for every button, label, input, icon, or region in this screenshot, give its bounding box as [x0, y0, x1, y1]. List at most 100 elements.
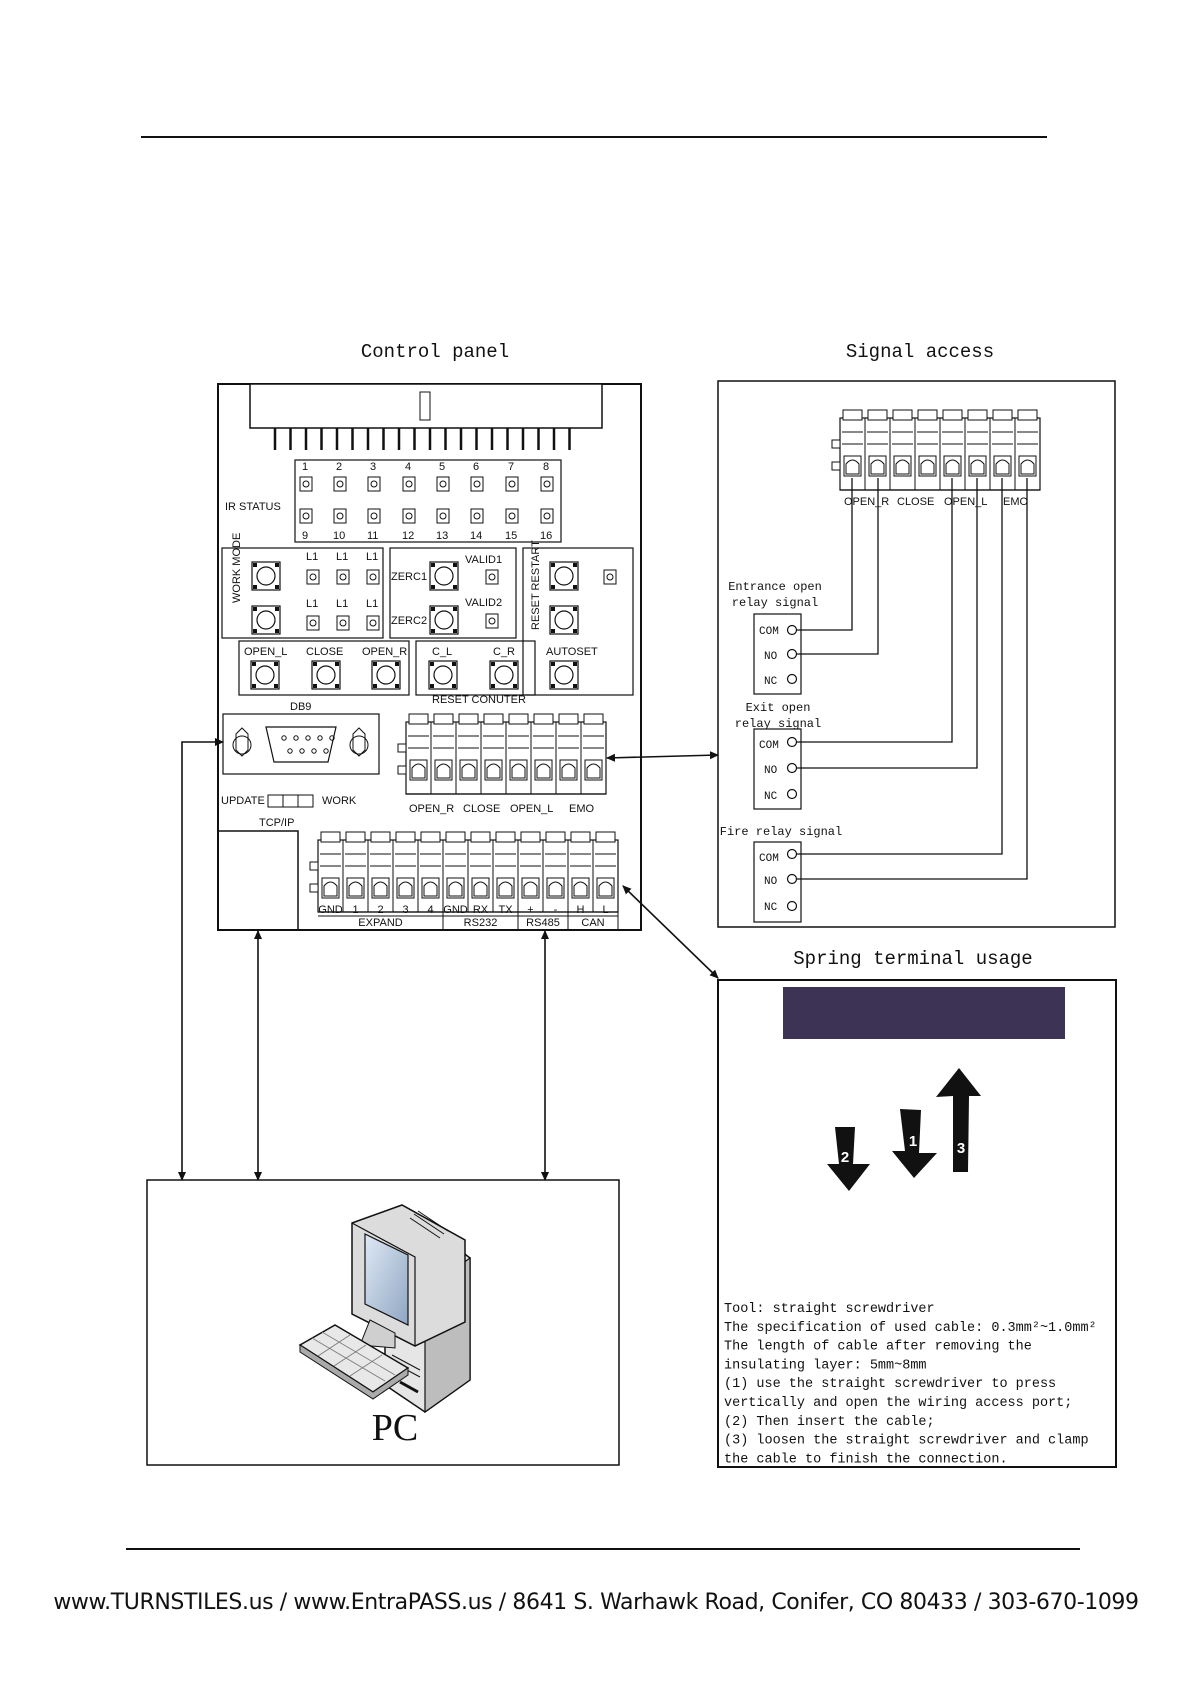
- ir-number: 4: [405, 461, 411, 473]
- signal-wires: [797, 478, 1028, 880]
- signal-terminal-label: OPEN_R: [844, 496, 889, 508]
- bottom-pin-label: GND: [318, 904, 343, 916]
- c-r-label: C_R: [493, 646, 515, 658]
- relay-pin-label: NC: [764, 791, 778, 803]
- pc-label: PC: [372, 1407, 418, 1449]
- terminal-label: CLOSE: [463, 803, 500, 815]
- step-number: 2: [841, 1149, 849, 1166]
- ribbon-connector: [249, 383, 603, 429]
- zero-box: [389, 547, 517, 639]
- update-label: UPDATE: [221, 795, 265, 807]
- close-label: CLOSE: [306, 646, 343, 658]
- reset-restart-label: RESET RESTART: [530, 540, 542, 630]
- reset-counter-box: [415, 640, 536, 696]
- instruction-line: The specification of used cable: 0.3mm²~…: [724, 1321, 1097, 1336]
- tcpip-label: TCP/IP: [259, 817, 294, 829]
- down-arrow-icon: [892, 1109, 937, 1178]
- ir-number: 3: [370, 461, 376, 473]
- bottom-group-label: CAN: [581, 917, 604, 929]
- open-r-label: OPEN_R: [362, 646, 407, 658]
- tact-switch-button: [429, 605, 459, 635]
- signal-terminal-block: [831, 409, 1041, 491]
- bottom-pin-label: 3: [402, 904, 408, 916]
- instruction-line: (1) use the straight screwdriver to pres…: [724, 1377, 1056, 1392]
- signal-terminal-label: CLOSE: [897, 496, 934, 508]
- relay-title: Entrance open: [728, 580, 822, 594]
- tact-switch-button: [311, 660, 341, 690]
- computer-icon: [298, 1204, 471, 1414]
- bottom-pin-label: -: [554, 904, 558, 916]
- connection-arrows: [178, 738, 719, 1181]
- ir-number: 11: [367, 530, 378, 542]
- relay-title: relay signal: [732, 596, 818, 610]
- tact-switch-button: [250, 660, 280, 690]
- signal-access-panel: OPEN_R CLOSE OPEN_L EMO Entrance open re…: [717, 380, 1116, 928]
- tact-switch-button: [251, 605, 281, 635]
- l1-label: L1: [306, 551, 318, 563]
- instruction-line: (2) Then insert the cable;: [724, 1415, 935, 1430]
- work-mode-label: WORK MODE: [231, 533, 243, 603]
- ir-number: 13: [436, 530, 448, 542]
- signal-access-title: Signal access: [846, 341, 994, 363]
- relay-terminal-block: [397, 713, 607, 795]
- l1-label: L1: [366, 551, 378, 563]
- instruction-line: The length of cable after removing the: [724, 1340, 1032, 1355]
- relay-pin-label: COM: [759, 853, 779, 865]
- connector-pins: [273, 428, 571, 450]
- ir-number: 9: [302, 530, 308, 542]
- tact-switch-button: [489, 660, 519, 690]
- relay-pin-label: COM: [759, 740, 779, 752]
- bottom-pin-label: H: [577, 904, 585, 916]
- tact-switch-button: [251, 561, 281, 591]
- step-number: 3: [957, 1140, 965, 1157]
- valid2-label: VALID2: [465, 597, 502, 609]
- zero1-label: ZERC1: [391, 571, 427, 583]
- ir-number: 1: [302, 461, 308, 473]
- spring-banner: [783, 987, 1065, 1039]
- instruction-line: insulating layer: 5mm~8mm: [724, 1358, 927, 1373]
- tact-switch-button: [549, 605, 579, 635]
- terminal-label: OPEN_R: [409, 803, 454, 815]
- tact-switch-button: [429, 561, 459, 591]
- tact-switch-button: [371, 660, 401, 690]
- ir-number: 6: [473, 461, 479, 473]
- terminal-label: EMO: [569, 803, 595, 815]
- relay-title: relay signal: [735, 717, 821, 731]
- open-close-box: [238, 640, 410, 696]
- relay-title: Exit open: [746, 701, 811, 715]
- bottom-group-label: RS485: [526, 917, 560, 929]
- bottom-pin-label: 1: [352, 904, 358, 916]
- pc-panel: PC: [146, 1179, 620, 1466]
- tact-switch-button: [428, 660, 458, 690]
- reset-counter-label: RESET CONUTER: [432, 694, 526, 706]
- up-arrow-icon: [936, 1068, 981, 1172]
- tcpip-port: [217, 830, 299, 931]
- ir-number: 15: [505, 530, 517, 542]
- bottom-pin-label: 2: [377, 904, 383, 916]
- db9-label: DB9: [290, 701, 311, 713]
- bottom-pin-label: RX: [473, 904, 489, 916]
- relay-pin-label: NO: [764, 876, 778, 888]
- ir-number: 5: [439, 461, 445, 473]
- signal-terminal-label: EMO: [1003, 496, 1029, 508]
- signal-terminal-label: OPEN_L: [944, 496, 987, 508]
- open-l-label: OPEN_L: [244, 646, 287, 658]
- reset-restart-box: [522, 547, 634, 696]
- spring-terminal-title: Spring terminal usage: [793, 948, 1032, 970]
- ir-number: 12: [402, 530, 414, 542]
- instruction-line: (3) loosen the straight screwdriver and …: [724, 1434, 1089, 1449]
- ir-number: 14: [470, 530, 482, 542]
- relay-box: [753, 728, 802, 810]
- tact-switch-button: [549, 561, 579, 591]
- ir-number: 8: [543, 461, 549, 473]
- relay-pin-label: NO: [764, 765, 778, 777]
- l1-label: L1: [336, 598, 348, 610]
- ir-number: 7: [508, 461, 514, 473]
- bottom-pin-label: GND: [443, 904, 468, 916]
- relay-pin-label: COM: [759, 626, 779, 638]
